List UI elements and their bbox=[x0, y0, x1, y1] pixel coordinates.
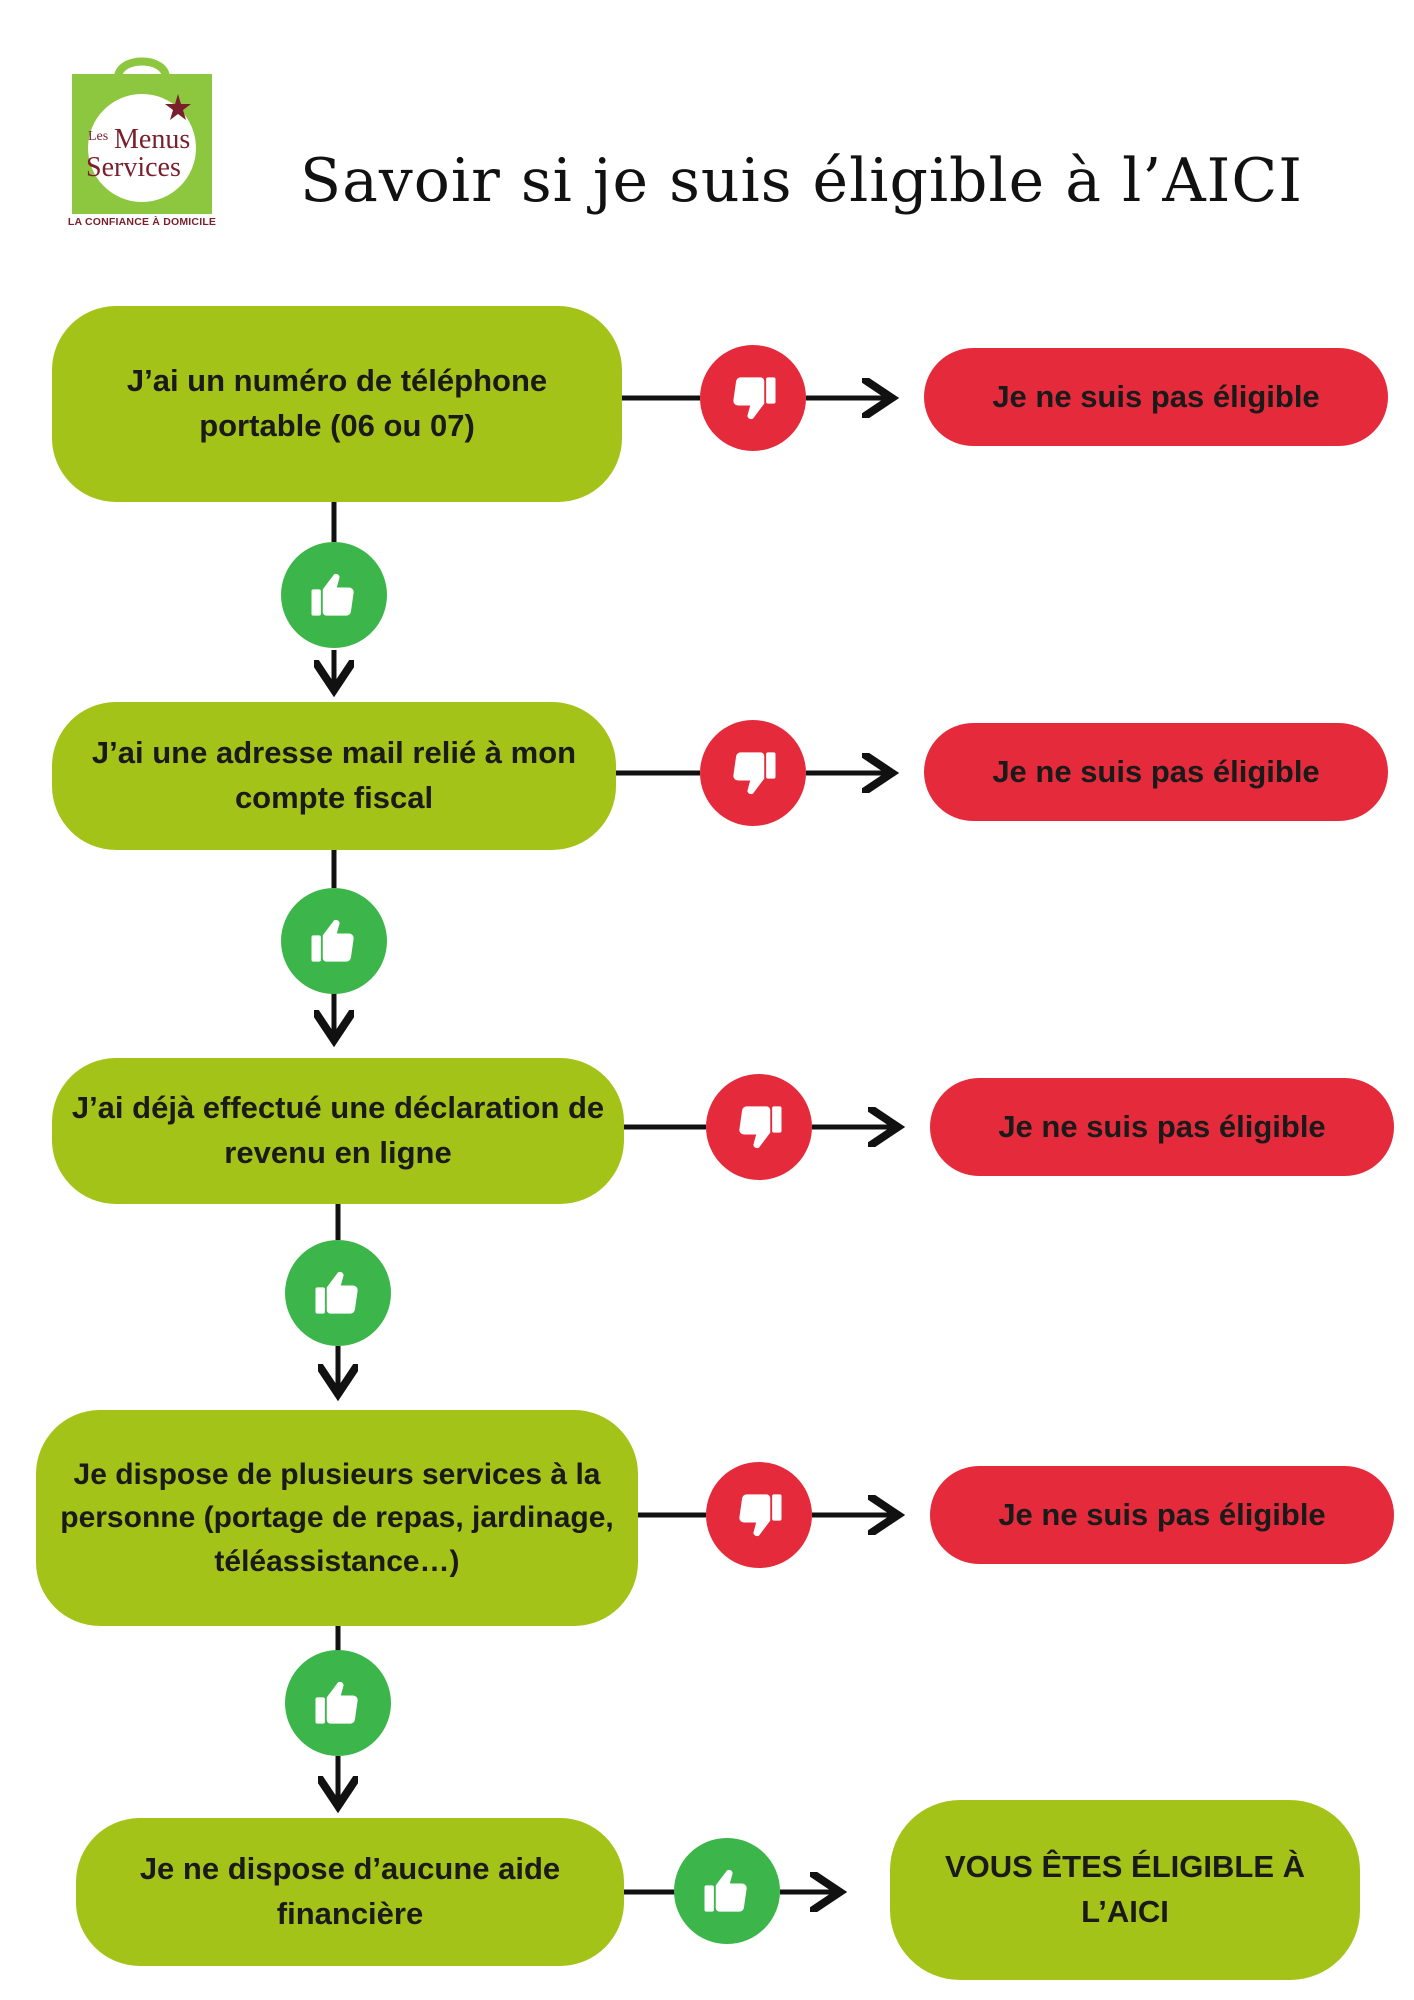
thumbs-down-icon bbox=[706, 1462, 812, 1568]
condition-box-tax-declaration: J’ai déjà effectué une déclaration de re… bbox=[52, 1058, 624, 1204]
svg-text:Les: Les bbox=[88, 129, 108, 144]
thumbs-down-icon bbox=[706, 1074, 812, 1180]
outcome-not-eligible-2: Je ne suis pas éligible bbox=[924, 723, 1388, 821]
thumbs-down-icon bbox=[700, 720, 806, 826]
thumbs-up-icon bbox=[281, 888, 387, 994]
svg-text:Services: Services bbox=[86, 152, 181, 183]
outcome-eligible: VOUS ÊTES ÉLIGIBLE À L’AICI bbox=[890, 1800, 1360, 1980]
thumbs-up-icon bbox=[674, 1838, 780, 1944]
thumbs-down-icon bbox=[700, 345, 806, 451]
outcome-not-eligible-1: Je ne suis pas éligible bbox=[924, 348, 1388, 446]
condition-box-phone: J’ai un numéro de téléphone portable (06… bbox=[52, 306, 622, 502]
thumbs-up-icon bbox=[285, 1240, 391, 1346]
condition-box-personal-services: Je dispose de plusieurs services à la pe… bbox=[36, 1410, 638, 1626]
outcome-not-eligible-4: Je ne suis pas éligible bbox=[930, 1466, 1394, 1564]
condition-box-email: J’ai une adresse mail relié à mon compte… bbox=[52, 702, 616, 850]
condition-box-no-financial-aid: Je ne dispose d’aucune aide financière bbox=[76, 1818, 624, 1966]
svg-text:Menus: Menus bbox=[114, 124, 190, 155]
logo-tagline: LA CONFIANCE À DOMICILE bbox=[67, 216, 217, 228]
outcome-not-eligible-3: Je ne suis pas éligible bbox=[930, 1078, 1394, 1176]
page-title: Savoir si je suis éligible à l’AICI bbox=[300, 146, 1303, 216]
logo: Les Menus Services bbox=[68, 52, 216, 236]
thumbs-up-icon bbox=[281, 542, 387, 648]
thumbs-up-icon bbox=[285, 1650, 391, 1756]
